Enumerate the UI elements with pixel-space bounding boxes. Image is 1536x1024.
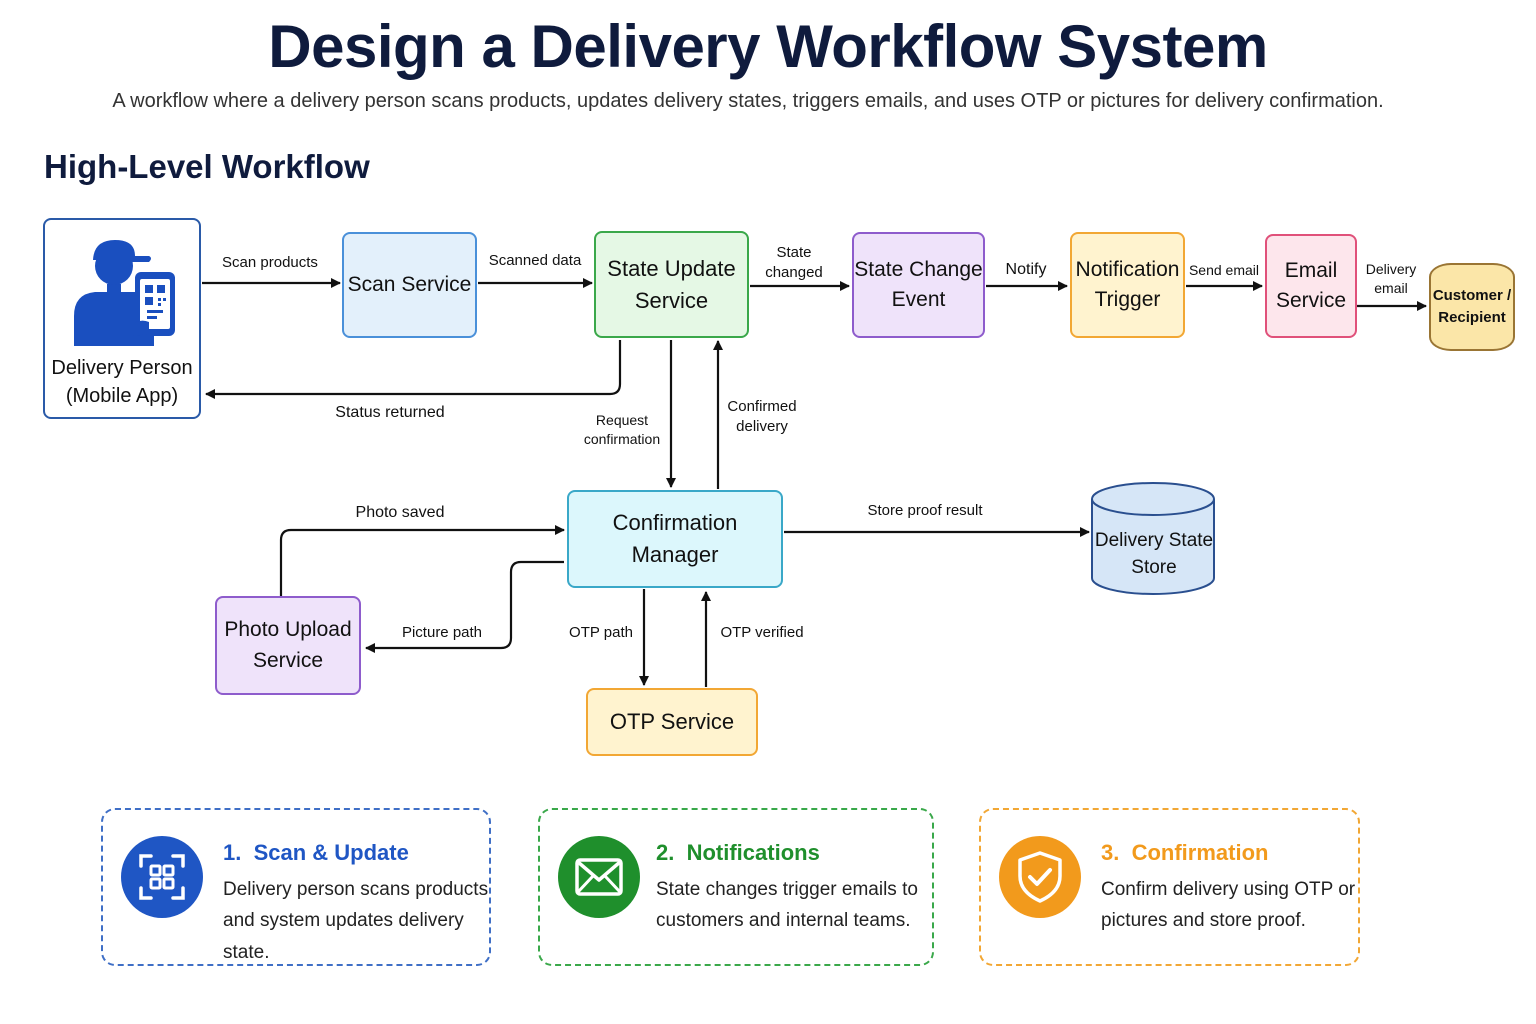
confirmation-manager-line2: Manager [631,542,719,567]
delivery-state-store-line1: Delivery State [1094,530,1214,551]
label-delivery-email-line1: Delivery [1365,261,1417,277]
label-state-changed-line2: changed [765,264,823,282]
state-update-line2: Service [634,287,709,313]
card-confirmation-heading: Confirmation [1131,840,1269,865]
envelope-icon [558,836,640,918]
card-scan-update-heading: Scan & Update [253,840,409,865]
delivery-state-store-line2: Store [1131,556,1177,578]
delivery-person-icon [74,240,175,346]
card-confirmation-line2: pictures and store proof. [1101,910,1306,932]
node-otp-service[interactable]: OTP Service [586,688,758,756]
node-delivery-state-store[interactable]: Delivery State Store [1092,528,1216,581]
card-notifications-number: 2. [656,840,675,865]
label-scanned-data: Scanned data [488,252,582,269]
card-scan-update: 1. Scan & Update Delivery person scans p… [101,808,491,966]
label-confirmed-delivery: Confirmed delivery [720,397,804,438]
label-photo-saved: Photo saved [355,504,445,521]
email-service-line2: Service [1275,289,1347,312]
card-notifications-heading: Notifications [686,840,820,865]
card-notifications-line2: customers and internal teams. [656,910,911,932]
edge-picture-path [365,560,564,653]
node-confirmation-manager[interactable]: Confirmation Manager [567,490,783,588]
node-notification-trigger[interactable]: Notification Trigger [1070,232,1185,338]
state-change-line2: Event [891,288,946,311]
shield-check-icon [999,836,1081,918]
label-status-returned: Status returned [335,404,445,421]
card-confirmation-description: Confirm delivery using OTP or pictures a… [1101,874,1355,937]
label-request-confirmation-line2: confirmation [583,430,661,447]
node-delivery-person[interactable]: Delivery Person (Mobile App) [43,218,201,419]
node-state-update-service[interactable]: State Update Service [594,231,749,338]
delivery-person-title: Delivery Person [51,357,193,379]
customer-line1: Customer / [1432,286,1512,304]
card-scan-update-number: 1. [223,840,242,865]
label-confirmed-delivery-line2: delivery [736,418,788,436]
confirmation-manager-line1: Confirmation [612,510,738,536]
label-state-changed: State changed [752,243,836,284]
page-subtitle: A workflow where a delivery person scans… [112,90,1384,112]
scan-service-label: Scan Service [347,272,472,296]
card-confirmation-title: 3. Confirmation [1101,840,1268,866]
card-notifications-title: 2. Notifications [656,840,820,866]
otp-service-label: OTP Service [609,709,735,735]
page-title: Design a Delivery Workflow System [268,13,1268,80]
delivery-person-subtitle: (Mobile App) [65,385,179,407]
card-scan-update-title: 1. Scan & Update [223,840,409,866]
card-notifications-description: State changes trigger emails to customer… [656,874,918,937]
section-heading: High-Level Workflow [44,148,370,185]
card-scan-update-line2: and system updates delivery state. [223,910,464,963]
label-state-changed-line1: State [776,244,812,261]
card-notifications-line1: State changes trigger emails to [656,879,918,900]
label-delivery-email-line2: email [1374,279,1408,296]
node-customer-recipient[interactable]: Customer / Recipient [1429,263,1515,351]
card-scan-update-line1: Delivery person scans products [223,879,489,900]
node-state-change-event[interactable]: State Change Event [852,232,985,338]
card-confirmation-line1: Confirm delivery using OTP or [1101,879,1356,900]
edge-status-returned [205,340,622,399]
label-delivery-email: Delivery email [1358,260,1424,298]
node-scan-service[interactable]: Scan Service [342,232,477,338]
notification-trigger-line2: Trigger [1094,288,1161,311]
card-notifications: 2. Notifications State changes trigger e… [538,808,934,966]
card-confirmation: 3. Confirmation Confirm delivery using O… [979,808,1360,966]
card-confirmation-number: 3. [1101,840,1120,865]
label-otp-path: OTP path [569,624,633,641]
label-confirmed-delivery-line1: Confirmed [727,398,797,415]
notification-trigger-line1: Notification [1075,257,1180,281]
delivery-person-label: Delivery Person (Mobile App) [45,354,199,410]
state-update-line1: State Update [607,255,736,281]
label-send-email: Send email [1188,262,1260,278]
label-otp-verified: OTP verified [720,624,804,641]
photo-upload-line2: Service [252,648,324,672]
database-cylinder [1091,482,1215,595]
state-change-line1: State Change [854,257,983,281]
label-picture-path: Picture path [401,624,483,641]
node-photo-upload-service[interactable]: Photo Upload Service [215,596,361,695]
photo-upload-line1: Photo Upload [224,618,352,642]
label-store-proof-result: Store proof result [867,502,983,519]
label-request-confirmation-line1: Request [595,412,649,428]
node-email-service[interactable]: Email Service [1265,234,1357,338]
email-service-line1: Email [1284,258,1338,282]
label-notify: Notify [1005,261,1047,278]
qr-scan-icon [121,836,203,918]
label-request-confirmation: Request confirmation [576,411,668,449]
card-scan-update-description: Delivery person scans products and syste… [223,874,489,968]
edge-photo-saved [279,525,565,596]
label-scan-products: Scan products [222,254,318,271]
customer-line2: Recipient [1438,309,1506,326]
